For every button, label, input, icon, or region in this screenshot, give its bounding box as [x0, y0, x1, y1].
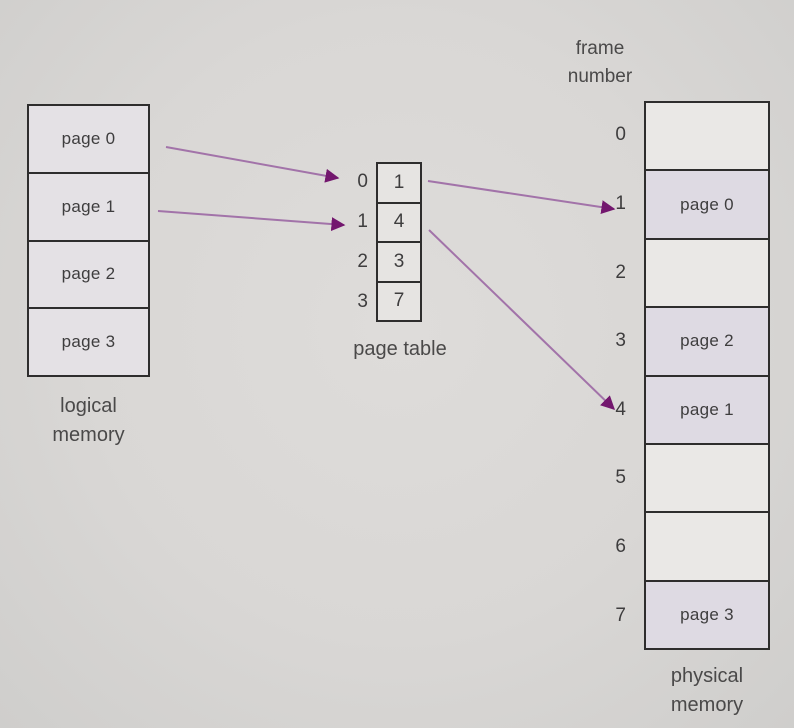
physical-frame-1: page 0 — [646, 171, 768, 240]
page-table-index-3: 3 — [357, 291, 368, 312]
logical-memory-label-line1: logical — [60, 395, 117, 417]
frame-number-column: 0 1 2 3 4 5 6 7 — [592, 101, 632, 650]
frame-number-0: 0 — [615, 124, 626, 146]
physical-memory-box: page 0 page 2 page 1 page 3 — [644, 101, 770, 650]
physical-frame-3: page 2 — [646, 308, 768, 377]
physical-frame-0 — [646, 103, 768, 172]
logical-page-2: page 2 — [29, 241, 148, 310]
frame-7-content: page 3 — [680, 604, 734, 624]
logical-memory-label-line2: memory — [52, 424, 125, 446]
logical-page-3: page 3 — [29, 309, 148, 375]
frame-number-2: 2 — [615, 261, 626, 283]
page-table-index-column: 0 1 2 3 — [336, 162, 368, 322]
page-table-label: page table — [353, 338, 447, 360]
physical-frame-6 — [646, 513, 768, 582]
frame-number-5: 5 — [615, 467, 626, 489]
page-table-box: 1 4 3 7 — [376, 162, 422, 322]
arrow-page1-to-pt-entry1 — [157, 210, 346, 232]
page-table-entry-1: 4 — [378, 203, 420, 243]
frame-number-header: frame number — [550, 35, 650, 91]
frame-number-header-line2: number — [567, 66, 633, 87]
physical-memory-label-line2: memory — [670, 694, 744, 716]
frame-3-content: page 2 — [680, 331, 734, 351]
physical-frame-7: page 3 — [646, 581, 768, 648]
logical-memory-label: logical memory — [20, 392, 157, 450]
page-table-index-2: 2 — [357, 251, 368, 272]
physical-frame-5 — [646, 444, 768, 514]
frame-number-6: 6 — [615, 536, 626, 558]
logical-page-0: page 0 — [29, 106, 148, 174]
arrow-page0-to-pt-entry0 — [165, 146, 340, 183]
logical-page-1: page 1 — [29, 173, 148, 242]
physical-memory-label-line1: physical — [670, 665, 744, 687]
frame-4-content: page 1 — [680, 399, 734, 419]
frame-number-1: 1 — [615, 192, 626, 214]
page-table-entry-3: 7 — [378, 282, 420, 320]
page-table-index-0: 0 — [357, 171, 368, 192]
physical-frame-2 — [646, 239, 768, 309]
physical-memory-label: physical memory — [640, 662, 774, 720]
frame-number-7: 7 — [615, 604, 626, 626]
logical-memory-box: page 0 page 1 page 2 page 3 — [27, 104, 150, 377]
frame-number-header-line1: frame — [575, 38, 625, 59]
page-table-index-1: 1 — [357, 211, 368, 232]
arrow-pt-entry0-to-frame1 — [427, 180, 616, 215]
page-table-entry-0: 1 — [378, 164, 420, 204]
frame-1-content: page 0 — [680, 194, 734, 214]
arrow-pt-entry1-to-frame4 — [428, 229, 616, 410]
frame-number-3: 3 — [615, 330, 626, 352]
frame-number-4: 4 — [615, 398, 626, 420]
physical-frame-4: page 1 — [646, 376, 768, 445]
page-table-entry-2: 3 — [378, 243, 420, 283]
